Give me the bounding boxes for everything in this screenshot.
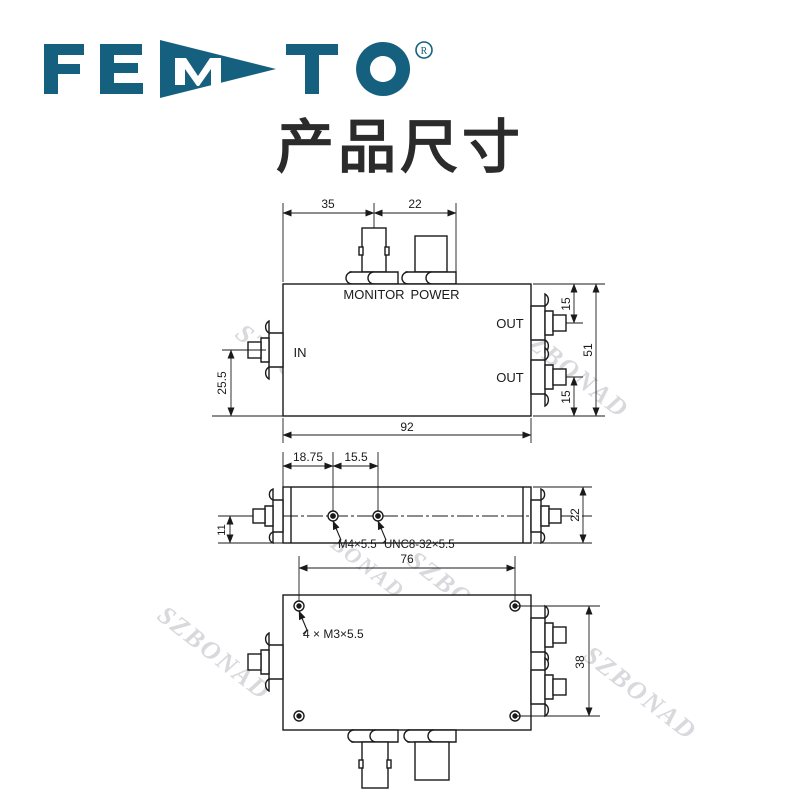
- callout-imperial-thread: UNC8-32×5.5: [384, 539, 455, 551]
- top-right-dimensions: [533, 283, 605, 417]
- dim-side-height: 22: [568, 508, 582, 522]
- page-title: 产品尺寸: [275, 113, 524, 181]
- bottom-view-body: [282, 594, 532, 731]
- dim-input-height: 25.5: [215, 371, 229, 395]
- side-callout-leaders: [332, 520, 387, 544]
- power-port-label: POWER: [410, 287, 459, 302]
- bottom-view-group: [247, 556, 600, 789]
- output-port-2-label: OUT: [496, 370, 524, 385]
- overall-length-dimension: [282, 418, 532, 443]
- mounting-hole-leader: [298, 610, 308, 635]
- dim-overall-width: 51: [581, 343, 595, 357]
- side-axis-dimension: [218, 515, 283, 544]
- monitor-connector: [345, 227, 399, 285]
- dim-output-top-spacing: 15: [559, 297, 573, 311]
- side-top-dimensions: [282, 452, 379, 511]
- dim-overall-length: 92: [400, 420, 414, 434]
- input-port-label: IN: [294, 345, 307, 360]
- bottom-power-connector: [403, 729, 457, 781]
- bottom-input-connector: [247, 631, 284, 693]
- bottom-output-connector-2: [530, 656, 567, 718]
- femto-logo-svg: R: [44, 40, 433, 98]
- side-input-connector: [252, 487, 284, 545]
- svg-text:R: R: [421, 46, 428, 57]
- side-view-body: [282, 486, 532, 544]
- top-dimension-lines: [282, 203, 457, 282]
- dim-hole-pitch-length: 76: [400, 552, 414, 566]
- dim-monitor-offset: 35: [321, 197, 335, 211]
- callout-mounting-holes: 4 × M3×5.5: [303, 627, 364, 641]
- dim-monitor-to-power: 22: [408, 197, 422, 211]
- bottom-monitor-connector: [347, 729, 399, 789]
- power-connector: [401, 235, 457, 285]
- top-view-body: [282, 283, 532, 417]
- callout-metric-thread: M4×5.5: [338, 539, 377, 551]
- hole-pitch-length-dimension: [298, 556, 516, 601]
- side-view-group: [218, 452, 592, 545]
- dim-hole-pitch-width: 38: [573, 655, 587, 669]
- monitor-port-label: MONITOR: [343, 287, 404, 302]
- output-connector-1: [530, 292, 567, 354]
- input-height-dimension: [212, 349, 283, 417]
- side-output-connector: [530, 487, 562, 545]
- dim-axis-height: 11: [216, 524, 228, 535]
- dim-hole-spacing: 15.5: [344, 450, 368, 464]
- side-height-dimension: [533, 486, 592, 544]
- bottom-output-connector-1: [530, 604, 567, 666]
- top-view-group: [212, 203, 605, 443]
- dim-output-bottom-spacing: 15: [559, 390, 573, 404]
- dim-first-hole-offset: 18.75: [293, 450, 323, 464]
- output-port-1-label: OUT: [496, 316, 524, 331]
- femto-logo: R: [38, 38, 438, 100]
- output-connector-2: [530, 346, 567, 408]
- hole-pitch-width-dimension: [517, 605, 600, 717]
